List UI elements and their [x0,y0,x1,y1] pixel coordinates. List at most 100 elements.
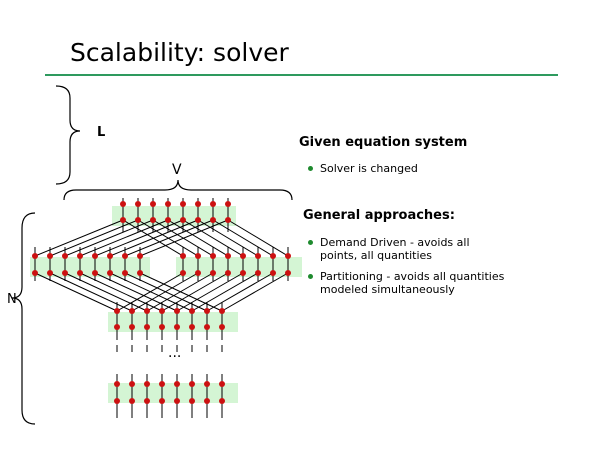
cross-link [212,219,274,257]
brace-V [63,179,293,201]
node [195,253,201,259]
node [62,253,68,259]
node [122,253,128,259]
cross-link [139,219,229,257]
cross-link [49,272,133,312]
node [129,381,135,387]
cross-link [79,272,163,312]
band-mid-left [30,257,150,277]
node [225,201,231,207]
cross-link [191,272,259,312]
node [210,201,216,207]
bullet-item: Demand Driven - avoids all points, all q… [306,236,506,262]
ellipsis-label: ... [168,345,181,361]
cross-link [94,272,178,312]
node [159,381,165,387]
band-bottom [108,383,238,403]
node [120,217,126,223]
list-general-approaches: Demand Driven - avoids all points, all q… [306,236,506,304]
node [174,308,180,314]
node [92,270,98,276]
node [47,253,53,259]
label-L: L [97,125,105,140]
node [210,253,216,259]
node [114,324,120,330]
cross-link [182,219,244,257]
cross-link [131,272,199,312]
cross-link [109,219,199,257]
cross-link [124,219,214,257]
node [107,253,113,259]
cross-link [161,272,229,312]
node [174,398,180,404]
node [150,217,156,223]
node [225,253,231,259]
node [180,217,186,223]
node [180,253,186,259]
node [204,381,210,387]
cross-link [116,272,184,312]
cross-link [94,219,184,257]
node [32,253,38,259]
node [159,398,165,404]
heading-given-equation-system: Given equation system [299,135,468,150]
node [204,324,210,330]
node [285,253,291,259]
node [189,381,195,387]
node [165,217,171,223]
node [137,253,143,259]
bullet-item: Solver is changed [306,162,566,175]
cross-link [206,272,274,312]
node [285,270,291,276]
node [135,201,141,207]
heading-general-approaches: General approaches: [303,208,455,223]
node [219,381,225,387]
node [144,398,150,404]
node [129,308,135,314]
node [270,253,276,259]
node [114,398,120,404]
node [219,324,225,330]
node [219,398,225,404]
node [129,398,135,404]
cross-link [79,219,169,257]
node [189,398,195,404]
node [189,308,195,314]
node [122,270,128,276]
node [159,308,165,314]
brace-L [55,85,81,185]
node [144,381,150,387]
cross-link [146,272,214,312]
node [225,270,231,276]
cross-link [34,272,118,312]
node [240,270,246,276]
cross-link [64,219,154,257]
node [204,398,210,404]
node-layer [32,201,291,404]
node [195,217,201,223]
node [219,308,225,314]
node [255,270,261,276]
cross-link [176,272,244,312]
node [92,253,98,259]
cross-link [197,219,259,257]
title-divider [45,74,558,76]
node [144,308,150,314]
slide-title: Scalability: solver [70,38,289,67]
brace-N [11,212,36,425]
node [150,201,156,207]
node [210,270,216,276]
node [240,253,246,259]
label-N: N [7,292,17,307]
node [159,324,165,330]
node [114,381,120,387]
node [114,308,120,314]
label-V: V [172,162,182,178]
node [255,253,261,259]
node [137,270,143,276]
node [62,270,68,276]
node [270,270,276,276]
node [180,201,186,207]
node [165,201,171,207]
